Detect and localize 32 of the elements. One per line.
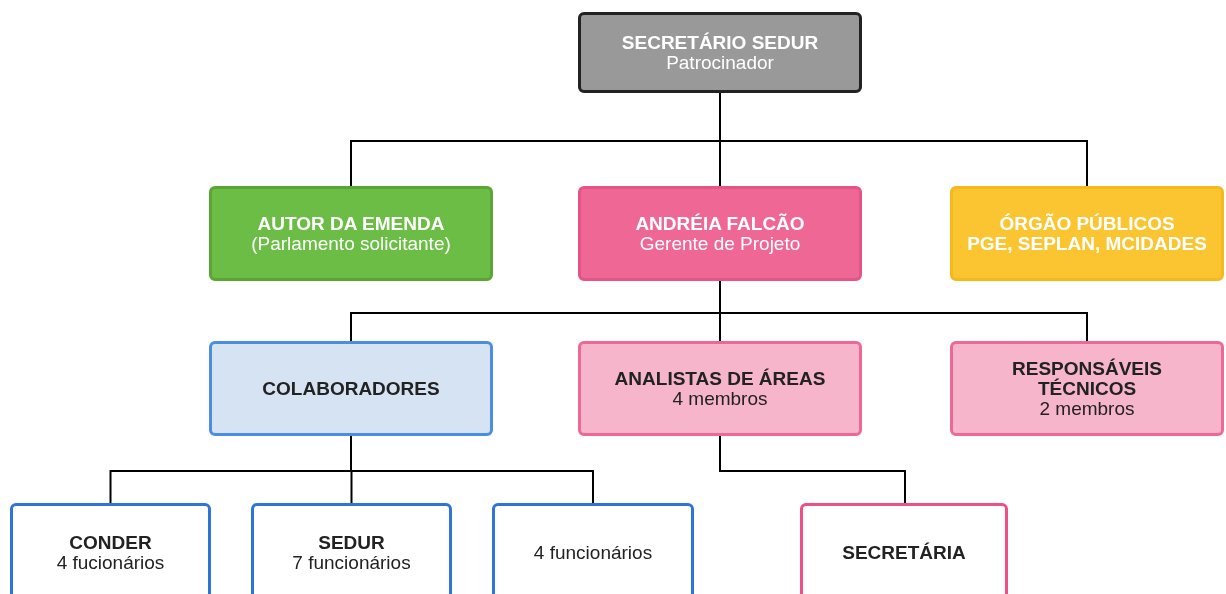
box-title: ANDRÉIA FALCÃO	[635, 213, 805, 234]
connector-line	[350, 435, 594, 504]
box-title: SEDUR	[318, 533, 385, 553]
org-box	[578, 12, 862, 93]
box-title: SECRETÁRIA	[842, 543, 966, 563]
connector-line	[719, 435, 906, 504]
org-box	[578, 341, 862, 436]
org-box	[209, 186, 493, 281]
org-box	[950, 341, 1224, 436]
org-box	[251, 503, 452, 594]
org-box	[950, 186, 1224, 281]
box-subtitle: PGE, SEPLAN, MCIDADES	[967, 233, 1207, 254]
org-box	[578, 186, 862, 281]
org-box	[209, 341, 493, 436]
box-subtitle: (Parlamento solicitante)	[251, 233, 451, 254]
box-subtitle: 7 funcionários	[292, 553, 411, 573]
box-title: SECRETÁRIO SEDUR	[621, 32, 819, 53]
box-title: AUTOR DA EMENDA	[257, 213, 445, 234]
box-title: CONDER	[69, 533, 152, 553]
box-subtitle: Patrocinador	[666, 52, 774, 73]
box-title: RESPONSÁVEIS TÉCNICOS	[1011, 358, 1163, 399]
org-box	[10, 503, 211, 594]
box-title: ÓRGÃO PÚBLICOS	[999, 213, 1175, 234]
box-subtitle: 2 membros	[1039, 398, 1135, 419]
org-box	[492, 503, 694, 594]
box-title: 4 funcionários	[533, 543, 653, 563]
box-subtitle: 4 fucionários	[56, 553, 165, 573]
box-title: COLABORADORES	[262, 378, 440, 399]
box-subtitle: Gerente de Projeto	[639, 233, 801, 254]
box-subtitle: 4 membros	[672, 388, 768, 409]
org-box	[800, 503, 1008, 594]
box-title: ANALISTAS DE ÁREAS	[614, 368, 826, 389]
